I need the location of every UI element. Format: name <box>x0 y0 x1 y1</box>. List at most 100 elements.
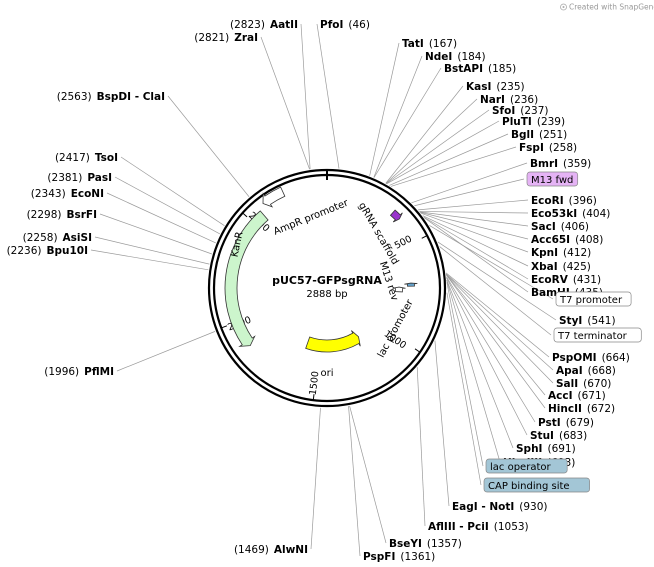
site-position: (2823) <box>230 19 265 31</box>
site-label-hincii: HincII(672) <box>548 403 615 415</box>
site-label-sphi: SphI(691) <box>516 443 576 455</box>
site-position: (1053) <box>494 521 529 533</box>
leader-line <box>114 176 221 235</box>
site-position: (2563) <box>57 91 92 103</box>
feature-lac-promoter <box>392 286 406 293</box>
feature-label: ori <box>320 368 333 379</box>
site-name: NarI <box>480 94 505 106</box>
site-name: AatII <box>270 19 298 31</box>
site-labels: PfoI(46)TatI(167)NdeI(184)BstAPI(185)Kas… <box>7 19 642 563</box>
site-label-aatii: (2823) AatII <box>230 19 298 31</box>
leader-line <box>419 211 529 227</box>
site-position: (2258) <box>23 232 58 244</box>
site-position: (239) <box>537 116 565 128</box>
site-position: (408) <box>575 234 603 246</box>
leader-line <box>446 279 514 449</box>
site-label-pluti: PluTI (239) <box>502 116 565 128</box>
leader-line <box>94 236 210 265</box>
site-position: (237) <box>520 105 548 117</box>
site-name: BglI <box>511 129 534 141</box>
site-name: PluTI <box>502 116 532 128</box>
site-position: (541) <box>587 315 615 327</box>
site-name: SalI <box>556 378 578 390</box>
site-name: BspDI - ClaI <box>97 91 165 103</box>
site-position: (359) <box>563 158 591 170</box>
site-label-bmri: BmrI(359) <box>530 158 591 170</box>
site-position: (235) <box>496 81 524 93</box>
site-name: BstAPI <box>444 63 483 75</box>
feature-label: gRNA scaffold <box>356 201 400 267</box>
site-position: (1357) <box>427 538 462 550</box>
leader-line <box>418 199 529 211</box>
leader-line <box>310 407 321 550</box>
leader-line <box>445 274 546 396</box>
leader-line <box>446 277 528 436</box>
site-label-kasi: KasI(235) <box>466 81 525 93</box>
site-name: AlwNI <box>274 544 308 556</box>
site-label-bsrfi: (2298)BsrFI <box>27 209 97 221</box>
leader-line <box>386 120 500 185</box>
site-position: (404) <box>582 208 610 220</box>
site-name: BsrFI <box>66 209 97 221</box>
leader-line <box>445 272 550 358</box>
leader-line <box>422 215 529 267</box>
site-position: (2343) <box>31 188 66 200</box>
site-name: NdeI <box>425 51 452 63</box>
site-position: (930) <box>519 501 547 513</box>
site-leader-lines <box>90 23 557 557</box>
leader-line <box>167 95 250 197</box>
site-label-cap-binding-site-box <box>483 477 590 493</box>
site-position: (258) <box>549 142 577 154</box>
feature-m13-rev <box>404 282 418 287</box>
site-name: SphI <box>516 443 542 455</box>
site-position: (683) <box>559 430 587 442</box>
leader-line <box>445 273 554 371</box>
plasmid-name: pUC57-GFPsgRNA <box>272 274 382 287</box>
site-position: (251) <box>539 129 567 141</box>
site-label-eco53ki: Eco53kI (404) <box>531 208 610 220</box>
site-position: (236) <box>510 94 538 106</box>
site-label-tsoi: (2417)TsoI <box>55 152 118 164</box>
ring-tick-2000 <box>221 325 228 329</box>
leader-line <box>348 406 361 557</box>
site-name: PstI <box>538 417 561 429</box>
leader-line <box>429 225 554 300</box>
site-name: SfoI <box>492 105 515 117</box>
site-label-asisi: (2258) AsiSI <box>23 232 92 244</box>
site-name: FspI <box>519 142 544 154</box>
site-label-pspfi: PspFI(1361) <box>363 551 435 563</box>
site-position: (672) <box>587 403 615 415</box>
site-label-bseyi: BseYI(1357) <box>389 538 462 550</box>
leader-line <box>411 162 528 204</box>
leader-line <box>385 98 478 184</box>
ring-tick-2500 <box>242 212 248 218</box>
leader-line <box>373 67 442 178</box>
feature-kanr <box>224 210 269 347</box>
site-position: (425) <box>563 261 591 273</box>
site-label-kpni: KpnI(412) <box>531 247 591 259</box>
site-position: (2821) <box>194 32 229 44</box>
site-label-t7-promoter-box <box>555 291 632 307</box>
site-position: (412) <box>563 247 591 259</box>
site-label-nari: NarI (236) <box>480 94 538 106</box>
site-label-eagi-noti: EagI - NotI (930) <box>452 501 548 513</box>
site-label-bstapi: BstAPI(185) <box>444 63 516 75</box>
site-label-afliii-pcii: AflIII - PciI(1053) <box>428 521 529 533</box>
leader-line <box>434 340 450 507</box>
site-label-apai: ApaI(668) <box>556 365 616 377</box>
site-name: EagI - NotI <box>452 501 514 513</box>
site-name: TsoI <box>95 152 118 164</box>
feature-ampr-promoter <box>262 186 286 208</box>
leader-line <box>389 133 509 186</box>
leader-line <box>300 23 311 170</box>
site-name: StuI <box>530 430 554 442</box>
site-name: AsiSI <box>63 232 92 244</box>
site-label-m13-fwd: M13 fwd <box>531 175 573 186</box>
site-label-t7-terminator: T7 terminator <box>557 331 628 342</box>
site-name: AccI <box>548 390 572 402</box>
feature-label: lac promoter <box>376 297 416 359</box>
leader-line <box>439 246 552 336</box>
site-name: Eco53kI <box>531 208 577 220</box>
leader-line <box>385 85 464 184</box>
site-name: PfoI <box>320 19 343 31</box>
